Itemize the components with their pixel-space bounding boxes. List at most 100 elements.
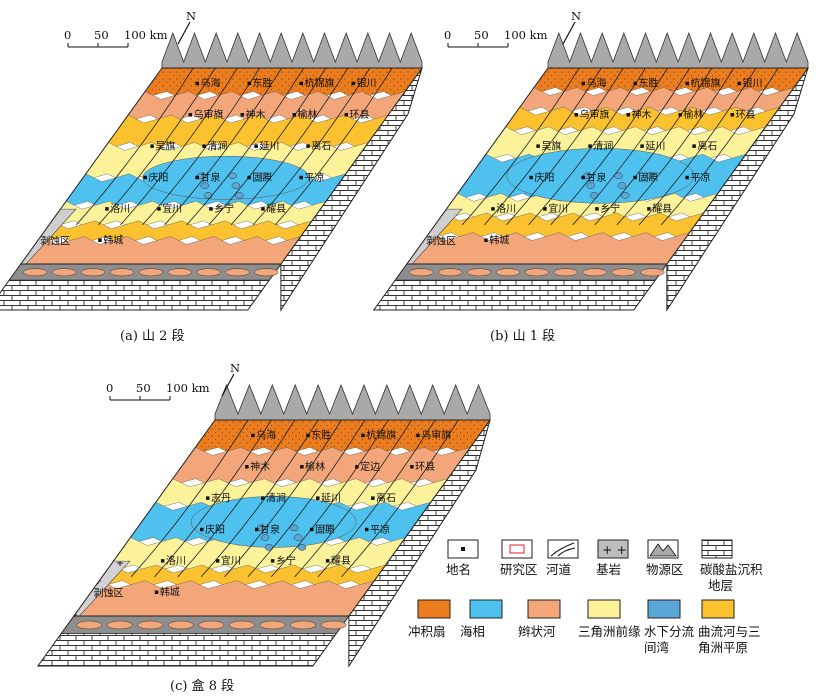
river-channel xyxy=(572,67,691,226)
river-channel xyxy=(638,67,757,226)
strata-lens xyxy=(467,268,492,277)
scale-label: 50 xyxy=(136,381,151,395)
source-mountains xyxy=(161,31,423,69)
city-label: 韩城 xyxy=(103,233,123,246)
bay-patch xyxy=(260,534,270,541)
city-marker xyxy=(484,238,488,242)
city-marker xyxy=(245,465,249,469)
city-marker xyxy=(299,175,303,180)
city-label: 甘泉 xyxy=(200,171,220,184)
river-channel xyxy=(484,67,602,226)
north-label: N xyxy=(230,361,240,375)
legend-label-line2: 地层 xyxy=(708,578,733,593)
river-channel xyxy=(164,67,282,226)
city-marker xyxy=(588,144,592,148)
city-label: 环县 xyxy=(736,109,756,121)
river-lines xyxy=(550,542,576,557)
legend-label: 三角洲前缘 xyxy=(578,624,641,639)
city-marker xyxy=(595,207,599,211)
strata-lens xyxy=(259,620,286,630)
scale-label: 100 km xyxy=(504,28,548,42)
city-label: 韩城 xyxy=(489,233,509,246)
caption-b: (b) 山 1 段 xyxy=(490,329,555,344)
legend-swatch xyxy=(701,599,735,619)
city-label: 榆林 xyxy=(684,108,704,121)
city-marker xyxy=(143,175,147,180)
cross-glyph: + + xyxy=(602,542,627,557)
city-marker xyxy=(215,559,220,563)
city-label: 定边 xyxy=(360,460,380,473)
bay-patch xyxy=(228,172,237,180)
strata-lens xyxy=(167,268,192,277)
source-mountains xyxy=(214,383,491,421)
city-marker xyxy=(209,207,213,211)
city-label: 榆林 xyxy=(298,108,318,121)
city-marker xyxy=(157,207,161,211)
strata-lens xyxy=(611,268,636,277)
river-channel xyxy=(186,67,305,226)
city-marker xyxy=(150,144,154,148)
city-marker xyxy=(633,81,638,86)
city-marker xyxy=(647,207,651,211)
dot xyxy=(461,547,465,551)
bay-patch xyxy=(200,182,209,189)
panel-shan1: 剥蚀区乌海东胜杭锦旗银川乌审旗神木榆林环县吴旗清涧延川离石庆阳甘泉固原平凉洛川宜… xyxy=(372,9,809,312)
city-marker xyxy=(202,144,206,148)
city-label: 东胜 xyxy=(639,77,659,90)
strata-lens xyxy=(409,268,434,277)
river-channel xyxy=(271,419,389,578)
legend-label: 物源区 xyxy=(646,562,684,577)
city-marker xyxy=(581,175,585,180)
city-marker xyxy=(737,81,742,86)
river-channel xyxy=(98,67,216,226)
city-marker xyxy=(574,113,579,117)
legend-box xyxy=(597,539,629,559)
strata-lens xyxy=(81,268,106,277)
city-marker xyxy=(344,113,349,117)
city-label: 吴旗 xyxy=(155,139,175,152)
city-label: 平凉 xyxy=(304,171,324,184)
city-marker xyxy=(306,144,310,148)
river-channel xyxy=(154,419,272,578)
strata-lens xyxy=(23,268,48,277)
city-marker xyxy=(300,465,304,469)
bedrock-cross-icon: + + xyxy=(597,539,629,559)
legend-label: 河道 xyxy=(546,562,572,577)
city-label: 环县 xyxy=(350,109,370,121)
city-label: 庆阳 xyxy=(534,171,554,184)
city-marker xyxy=(154,590,159,594)
legend-swatch xyxy=(587,599,621,619)
city-label: 离石 xyxy=(311,139,331,152)
river-channel xyxy=(594,67,713,226)
bay-patch xyxy=(322,524,332,532)
strata-lens xyxy=(320,620,347,630)
strata-lens xyxy=(106,620,133,630)
north-label: N xyxy=(571,9,581,23)
city-label: 庆阳 xyxy=(205,523,225,536)
legend-label: 地名 xyxy=(446,562,471,577)
north-arrow xyxy=(562,21,576,45)
city-label: 吴旗 xyxy=(541,139,561,152)
mountain-icon xyxy=(647,539,679,559)
river-channel xyxy=(76,67,194,226)
city-label: 耀县 xyxy=(266,203,286,215)
legend-swatch xyxy=(417,599,451,619)
strata-lens xyxy=(196,268,221,277)
brick-icon xyxy=(701,539,733,559)
top-face-outline xyxy=(19,67,423,265)
bay-patch xyxy=(289,524,299,532)
fan-dots xyxy=(189,420,490,456)
city-label: 乌审旗 xyxy=(580,108,610,121)
panel-he8: 剥蚀区乌海东胜杭锦旗乌审旗神木榆林定边环县志丹清涧延川离石庆阳甘泉固原平凉洛川宜… xyxy=(36,361,491,668)
city-label: 延川 xyxy=(645,140,665,152)
river-channel xyxy=(506,67,624,226)
scale-label: 0 xyxy=(444,28,451,42)
legend-label: 曲流河与三 xyxy=(698,624,761,639)
city-marker xyxy=(188,113,193,117)
scale-label: 0 xyxy=(64,28,71,42)
river-channel xyxy=(208,67,327,226)
city-label: 杭锦旗 xyxy=(305,77,335,90)
legend-label: 海相 xyxy=(460,624,485,639)
square-dot-icon xyxy=(447,539,479,559)
bay-patch xyxy=(621,192,630,199)
